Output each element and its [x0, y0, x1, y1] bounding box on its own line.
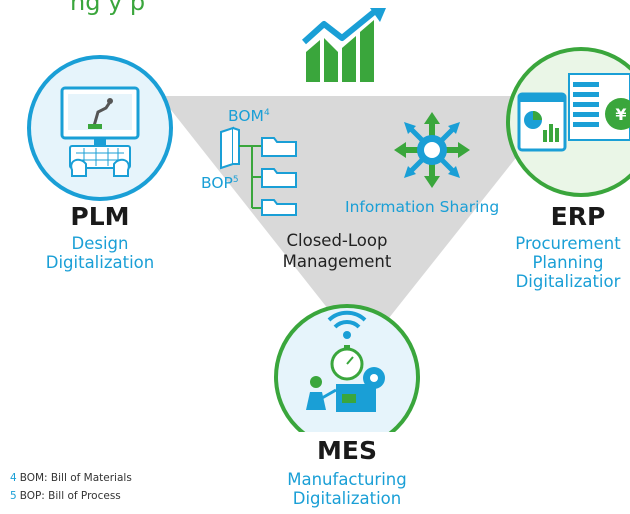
plm-subtitle-line2: Digitalization — [45, 253, 155, 272]
plm-subtitle: Design Digitalization — [30, 234, 170, 272]
page-title: ng y p — [70, 0, 146, 16]
closed-loop-line2: Management — [282, 252, 392, 271]
erp-title: ERP — [550, 202, 606, 231]
erp-subtitle-line1: Procurement — [515, 234, 621, 253]
erp-subtitle-line2: Planning — [532, 253, 604, 272]
footnote-bom-text: BOM: Bill of Materials — [19, 472, 132, 484]
information-sharing-label: Information Sharing — [345, 198, 500, 216]
folder-tree-icon — [220, 126, 297, 216]
erp-icon: ¥ — [506, 47, 630, 197]
bop-text: BOP — [201, 174, 233, 192]
footnote-bop-number: 5 — [10, 490, 17, 502]
closed-loop-label: Closed-Loop Management — [262, 230, 412, 272]
mes-subtitle-line1: Manufacturing — [287, 470, 407, 489]
svg-text:¥: ¥ — [615, 105, 626, 124]
mes-subtitle: Manufacturing Digitalization — [262, 470, 432, 508]
network-hub-icon — [394, 112, 470, 188]
growth-chart-icon — [301, 8, 386, 82]
footnote-bom-number: 4 — [10, 472, 17, 484]
plm-title: PLM — [70, 202, 130, 231]
plm-subtitle-line1: Design — [71, 234, 129, 253]
mes-icon — [274, 304, 420, 432]
mes-subtitle-line2: Digitalization — [292, 489, 402, 508]
bom-label: BOM4 — [228, 107, 270, 125]
bop-label: BOP5 — [201, 174, 239, 192]
bom-text: BOM — [228, 107, 264, 125]
plm-icon — [27, 55, 173, 201]
erp-subtitle-line3: Digitalizatior — [515, 272, 621, 291]
footnote-bop-text: BOP: Bill of Process — [19, 490, 121, 502]
bop-footnote-ref: 5 — [232, 174, 239, 185]
closed-loop-line1: Closed-Loop — [286, 231, 388, 250]
erp-subtitle: Procurement Planning Digitalizatior — [506, 234, 630, 291]
bom-footnote-ref: 4 — [263, 107, 270, 118]
mes-title: MES — [317, 436, 377, 465]
